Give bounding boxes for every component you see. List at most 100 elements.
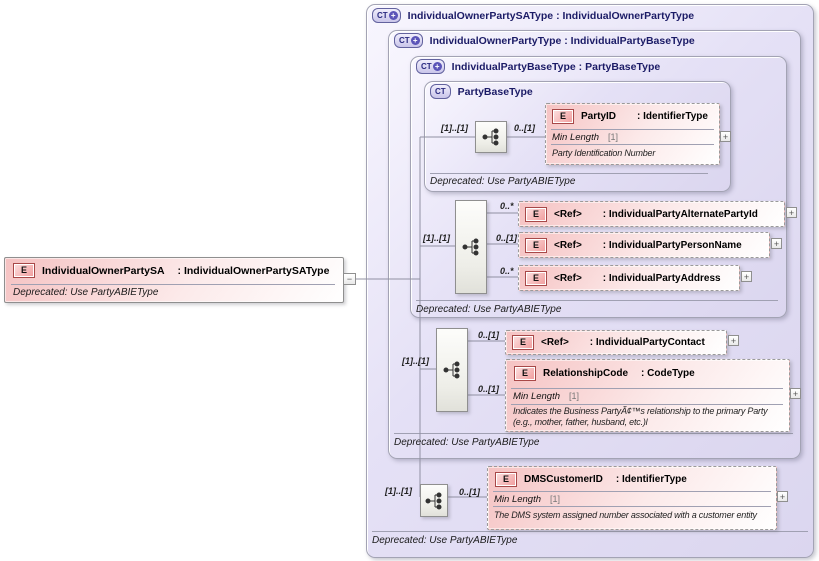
cardinality-label: 0..[1]: [478, 330, 500, 340]
container-title-label: PartyBaseType: [457, 85, 533, 98]
sequence-compositor-icon: [462, 238, 478, 256]
expand-button[interactable]: +: [790, 388, 801, 399]
sequence-compositor-icon: [425, 492, 441, 509]
element-ref-individualpartycontact[interactable]: E <Ref> : IndividualPartyContact: [505, 330, 727, 355]
element-type: : IdentifierType: [637, 111, 708, 122]
element-dmscustomerid[interactable]: E DMSCustomerID : IdentifierType Min Len…: [487, 466, 777, 530]
cardinality-label: 0..[1]: [496, 233, 518, 243]
separator: [430, 173, 708, 174]
element-title: E IndividualOwnerPartySA : IndividualOwn…: [13, 263, 329, 278]
cardinality-label: 0..[1]: [478, 384, 500, 394]
element-title: E PartyID : IdentifierType: [552, 109, 708, 124]
element-individualownerpartysa[interactable]: E IndividualOwnerPartySA : IndividualOwn…: [4, 257, 344, 303]
expand-button[interactable]: +: [777, 491, 788, 502]
cardinality-label: 0..[1]: [459, 487, 481, 497]
complextype-icon[interactable]: CT: [430, 84, 451, 99]
element-ref-individualpartypersonname[interactable]: E <Ref> : IndividualPartyPersonName: [518, 232, 770, 258]
element-relationshipcode[interactable]: E RelationshipCode : CodeType Min Length…: [505, 359, 790, 432]
cardinality-label: 0..[1]: [514, 123, 536, 133]
element-annotation: Indicates the Business PartyÃ¢™s relatio…: [513, 406, 768, 416]
facet-minlength: Min Length[1]: [552, 132, 619, 143]
element-ref-individualpartyalternatepartyid[interactable]: E <Ref> : IndividualPartyAlternatePartyI…: [518, 201, 785, 227]
separator: [11, 284, 335, 285]
element-title: E <Ref> : IndividualPartyPersonName: [525, 233, 742, 257]
derivation-plus-icon[interactable]: +: [432, 62, 442, 71]
expand-button[interactable]: +: [720, 131, 731, 142]
element-ref-individualpartyaddress[interactable]: E <Ref> : IndividualPartyAddress: [518, 265, 740, 291]
element-name: <Ref>: [554, 239, 582, 251]
element-name: PartyID: [581, 111, 617, 122]
element-icon: E: [525, 270, 547, 286]
element-icon: E: [552, 109, 574, 124]
element-icon: E: [525, 206, 547, 222]
complextype-icon[interactable]: CT+: [372, 8, 401, 23]
sequence-compositor[interactable]: [436, 328, 468, 412]
complextype-icon[interactable]: CT+: [416, 59, 445, 74]
separator: [493, 491, 771, 492]
deprecated-note: Deprecated: Use PartyABIEType: [394, 437, 540, 448]
container-title-label: IndividualOwnerPartyType : IndividualPar…: [429, 34, 695, 47]
cardinality-label: [1]..[1]: [423, 233, 450, 243]
cardinality-label: 0..*: [500, 201, 514, 211]
element-type: : IndividualPartyAlternatePartyId: [602, 208, 758, 220]
element-icon: E: [514, 366, 536, 381]
title-individualownerpartytype: CT+ IndividualOwnerPartyType : Individua…: [394, 33, 695, 48]
element-title: E <Ref> : IndividualPartyAlternatePartyI…: [525, 202, 758, 226]
cardinality-label: [1]..[1]: [402, 356, 429, 366]
element-name: IndividualOwnerPartySA: [42, 264, 165, 277]
cardinality-label: [1]..[1]: [385, 486, 412, 496]
container-title-label: IndividualPartyBaseType : PartyBaseType: [451, 60, 661, 73]
element-icon: E: [495, 472, 517, 487]
expand-button[interactable]: +: [728, 335, 739, 346]
separator: [551, 144, 714, 145]
separator: [416, 300, 778, 301]
cardinality-label: [1]..[1]: [441, 123, 468, 133]
element-partyid[interactable]: E PartyID : IdentifierType Min Length[1]…: [545, 103, 720, 165]
element-title: E RelationshipCode : CodeType: [514, 366, 695, 381]
element-name: <Ref>: [541, 337, 569, 348]
title-individualpartybasetype: CT+ IndividualPartyBaseType : PartyBaseT…: [416, 59, 660, 74]
sequence-compositor[interactable]: [455, 200, 487, 294]
sequence-compositor-icon: [443, 361, 459, 379]
sequence-compositor[interactable]: [475, 121, 507, 153]
element-icon: E: [525, 237, 547, 253]
expand-button[interactable]: +: [771, 238, 782, 249]
separator: [372, 531, 808, 532]
collapse-button[interactable]: −: [343, 273, 356, 285]
deprecated-note: Deprecated: Use PartyABIEType: [416, 304, 562, 315]
derivation-plus-icon[interactable]: +: [410, 36, 420, 45]
expand-button[interactable]: +: [741, 271, 752, 282]
element-type: : IndividualPartyContact: [589, 337, 705, 348]
cardinality-label: 0..*: [500, 266, 514, 276]
element-type: : IndividualPartyPersonName: [602, 239, 742, 251]
deprecated-note: Deprecated: Use PartyABIEType: [430, 176, 576, 187]
element-title: E DMSCustomerID : IdentifierType: [495, 472, 687, 487]
separator: [551, 129, 714, 130]
element-type: : IndividualPartyAddress: [602, 272, 721, 284]
element-type: : IdentifierType: [615, 474, 687, 485]
separator: [511, 388, 783, 389]
container-title-label: IndividualOwnerPartySAType : IndividualO…: [407, 9, 695, 22]
element-title: E <Ref> : IndividualPartyAddress: [525, 266, 721, 290]
title-individualownerpartysatype: CT+ IndividualOwnerPartySAType : Individ…: [372, 8, 694, 23]
element-icon: E: [512, 335, 534, 350]
expand-button[interactable]: +: [786, 207, 797, 218]
complextype-icon[interactable]: CT+: [394, 33, 423, 48]
element-type: : IndividualOwnerPartySAType: [177, 264, 330, 277]
element-icon: E: [13, 263, 35, 278]
deprecated-note: Deprecated: Use PartyABIEType: [372, 535, 518, 546]
element-annotation: (e.g., mother, father, husband, etc.)l: [513, 417, 648, 427]
element-name: DMSCustomerID: [524, 474, 603, 485]
sequence-compositor[interactable]: [420, 484, 448, 517]
derivation-plus-icon[interactable]: +: [388, 11, 398, 20]
element-annotation: Party Identification Number: [552, 148, 656, 158]
sequence-compositor-icon: [482, 128, 498, 146]
separator: [493, 506, 771, 507]
separator: [394, 433, 793, 434]
element-name: <Ref>: [554, 208, 582, 220]
facet-minlength: Min Length[1]: [513, 391, 580, 402]
element-annotation: The DMS system assigned number associate…: [494, 510, 757, 520]
deprecated-note: Deprecated: Use PartyABIEType: [13, 287, 159, 298]
element-name: <Ref>: [554, 272, 582, 284]
